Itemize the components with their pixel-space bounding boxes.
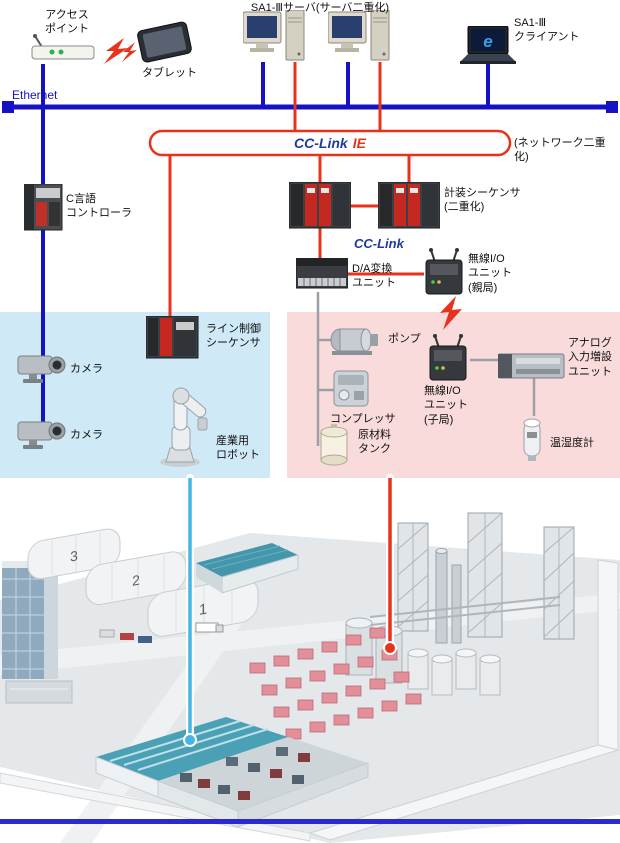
analog-unit-label: アナログ 入力増設 ユニット [568,337,612,378]
warehouse-1: 1 [147,577,259,637]
compressor-device [330,366,374,415]
instrumentation-plc-label: 計装シーケンサ (二重化) [444,187,521,214]
bottom-blue-strip [0,819,620,824]
camera-lens-icon [52,426,62,436]
thermo-label: 温湿度計 [550,437,594,449]
pump-label: ポンプ [388,333,421,345]
cclink-ie-logo: CC-Link IE [150,131,510,155]
industrial-robot-device [150,380,216,473]
road-vertical [60,605,252,843]
factory-illustration: 3 2 1 [0,505,620,843]
tablet-label: タブレット [142,67,197,79]
wireless-master-device [424,248,466,301]
office-building [2,561,73,704]
da-converter-label: D/A変換 ユニット [352,263,396,290]
client-laptop-device: e [460,25,516,71]
analog-input-unit-device [497,350,568,389]
blue-callout-dot [183,733,197,747]
instrumentation-plc-1-device [288,181,352,235]
cclink-ie-logo-blue: CC-Link [294,135,348,151]
red-callout-dot [383,641,397,655]
c-controller-device [23,183,64,239]
factory-hall [95,717,369,828]
red-wires [148,62,512,320]
camera-2-device [16,414,66,457]
network-duplication-label: (ネットワーク二重化) [514,137,606,164]
road-horizontal [0,593,620,675]
line-control-plc-device [145,315,200,365]
wireless-master-label: 無線I/O ユニット (親局) [468,253,512,294]
callouts [183,474,397,747]
camera-2-label: カメラ [70,429,103,441]
warehouse-number-2: 2 [132,572,140,589]
equipment-rows [249,627,422,740]
camera-1-label: カメラ [70,363,103,375]
robot-label: 産業用 ロボット [216,435,260,462]
interior-machines [180,747,310,800]
thermo-hygrometer-device [516,414,548,469]
cclink-logo: CC-Link [354,236,404,251]
ie-logo-icon: e [483,32,492,51]
warehouse-number-3: 3 [70,547,78,564]
instrumentation-plc-2-device [377,181,441,235]
server-1-device [242,9,307,69]
tank-label: 原材料 タンク [358,429,391,456]
access-point-label: アクセス ポイント [45,9,89,36]
led-icon [49,49,55,55]
wireless-slave-label: 無線I/O ユニット (子局) [424,385,468,426]
pump-device [326,322,380,363]
line-control-plc-label: ライン制御 シーケンサ [206,323,261,350]
da-converter-device [295,257,349,297]
server-title-label: SA1-Ⅲサーバ(サーバ二重化) [250,2,390,14]
raw-material-tank-device [318,422,352,475]
wireless-bolt-icon [102,38,138,73]
vehicles [99,622,224,643]
tablet-device [134,19,195,70]
cclink-ie-ring [148,129,512,157]
server-2-device [327,9,392,69]
wireless-bolt-icon [438,296,464,339]
camera-1-device [16,348,66,391]
access-point-device [30,34,102,69]
client-label: SA1-Ⅲ クライアント [514,17,580,44]
ethernet-end-right [606,101,618,113]
wireless-slave-device [428,334,470,387]
camera-lens-icon [52,360,62,370]
pipe-racks [369,512,575,644]
ethernet-label: Ethernet [12,88,58,102]
compressor-label: コンプレッサ [330,413,396,425]
teal-roof-building [196,543,299,594]
c-controller-label: C言語 コントローラ [66,193,132,220]
warehouse-number-1: 1 [199,601,207,619]
ethernet-end-left [2,101,14,113]
cclink-ie-logo-red: IE [352,135,366,151]
